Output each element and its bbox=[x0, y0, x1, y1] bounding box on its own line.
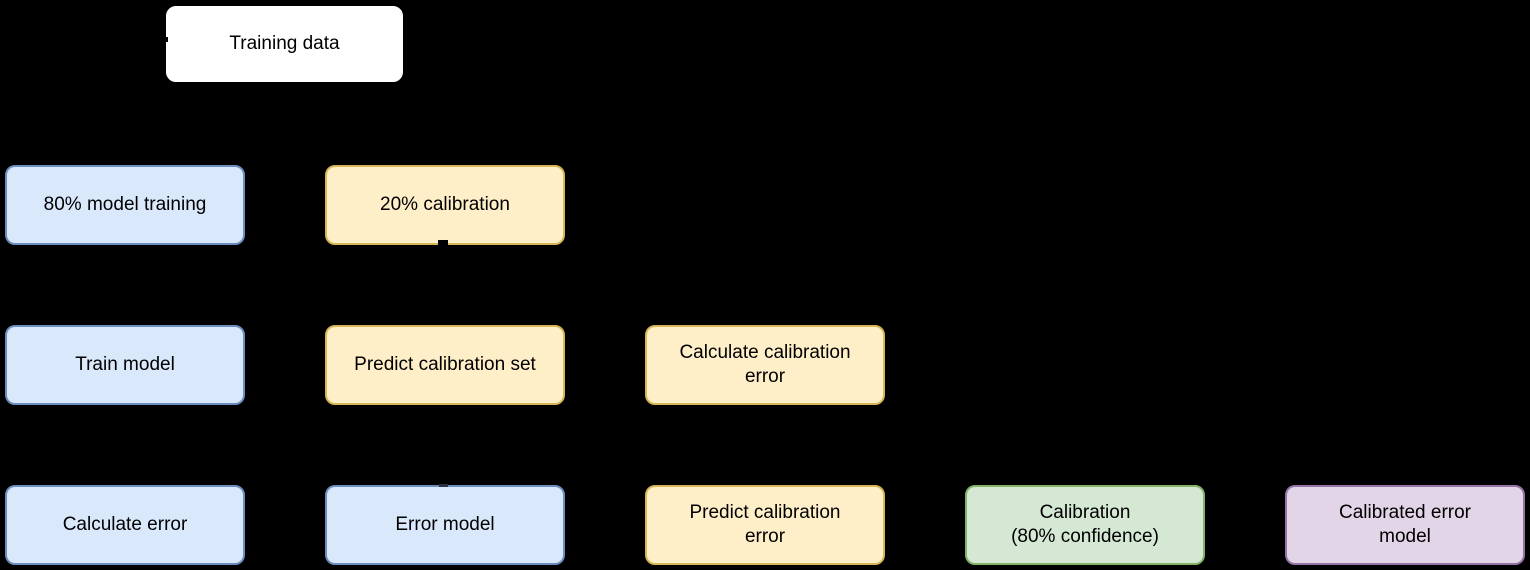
node-calculate-calibration-error: Calculate calibration error bbox=[645, 325, 885, 405]
connector-arrow-stub bbox=[439, 484, 448, 487]
node-calibration-80-confidence: Calibration (80% confidence) bbox=[965, 485, 1205, 565]
connector-arrow-stub bbox=[438, 240, 448, 246]
connector-arrow-stub bbox=[164, 37, 168, 42]
node-calculate-error: Calculate error bbox=[5, 485, 245, 565]
node-train-model: Train model bbox=[5, 325, 245, 405]
node-calibrated-error-model: Calibrated error model bbox=[1285, 485, 1525, 565]
node-predict-calibration-set: Predict calibration set bbox=[325, 325, 565, 405]
node-training-data: Training data bbox=[166, 6, 403, 82]
node-80-model-training: 80% model training bbox=[5, 165, 245, 245]
node-20-calibration: 20% calibration bbox=[325, 165, 565, 245]
node-predict-calibration-error: Predict calibration error bbox=[645, 485, 885, 565]
node-error-model: Error model bbox=[325, 485, 565, 565]
